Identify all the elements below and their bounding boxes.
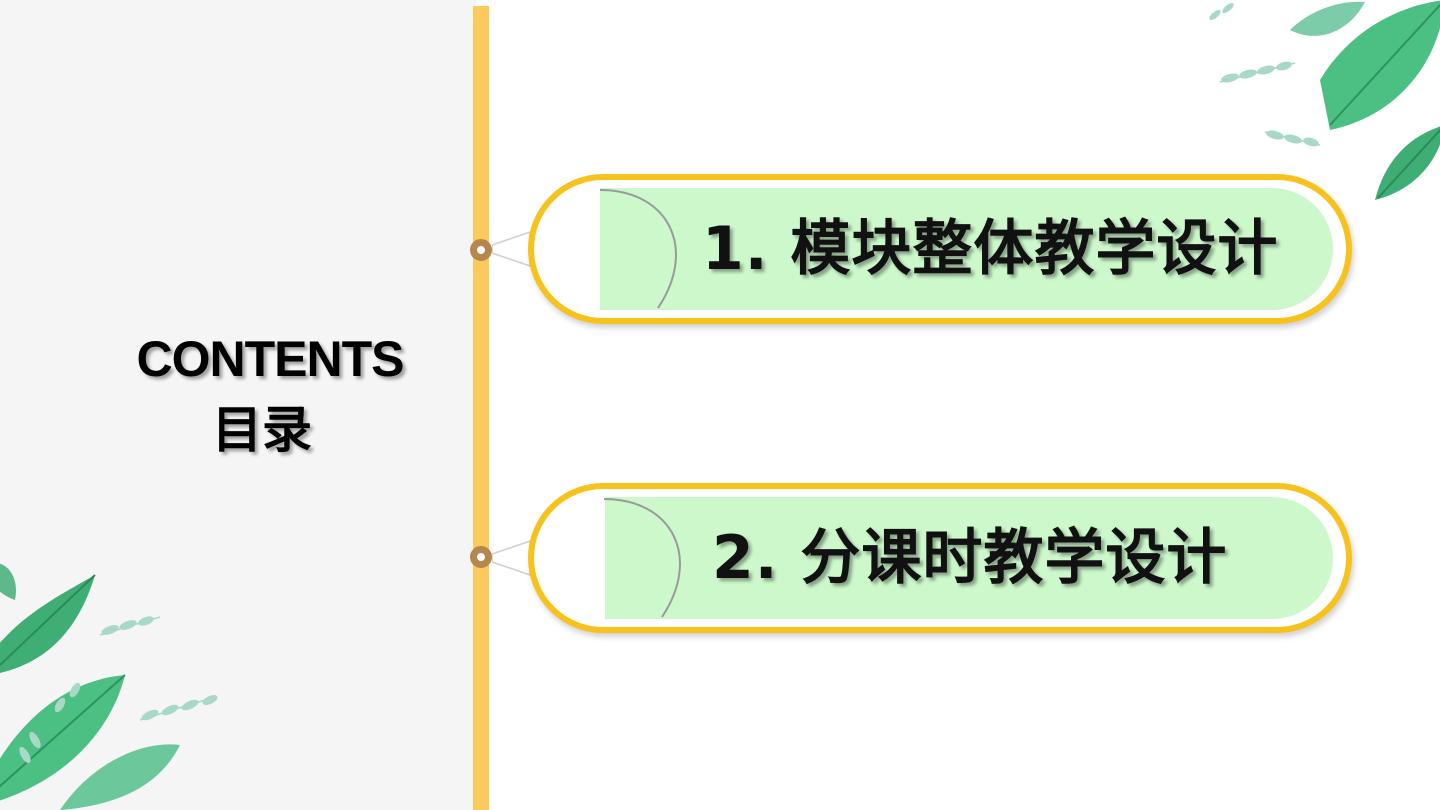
toc-item-fill xyxy=(605,497,1333,619)
title-mulu: 目录 xyxy=(212,401,312,459)
toc-item-label: 1. 模块整体教学设计 xyxy=(702,214,1279,284)
title-contents: CONTENTS xyxy=(136,331,405,387)
leaves-top-right-decoration xyxy=(1209,0,1440,200)
leaves-bottom-left-decoration xyxy=(0,563,218,810)
toc-item-label: 2. 分课时教学设计 xyxy=(712,523,1228,593)
timeline-node-2 xyxy=(470,546,492,568)
toc-item-1[interactable]: 1. 模块整体教学设计 xyxy=(528,174,1352,324)
connector-2 xyxy=(492,539,531,577)
toc-item-arc xyxy=(599,189,677,309)
left-panel xyxy=(0,0,476,810)
connector-1 xyxy=(492,230,531,268)
timeline-bar xyxy=(473,6,489,810)
timeline-node-1 xyxy=(470,239,492,261)
toc-item-2[interactable]: 2. 分课时教学设计 xyxy=(528,483,1352,633)
toc-item-arc xyxy=(603,498,681,618)
title-block: CONTENTS 目录 xyxy=(60,330,480,462)
toc-item-fill xyxy=(600,188,1333,310)
